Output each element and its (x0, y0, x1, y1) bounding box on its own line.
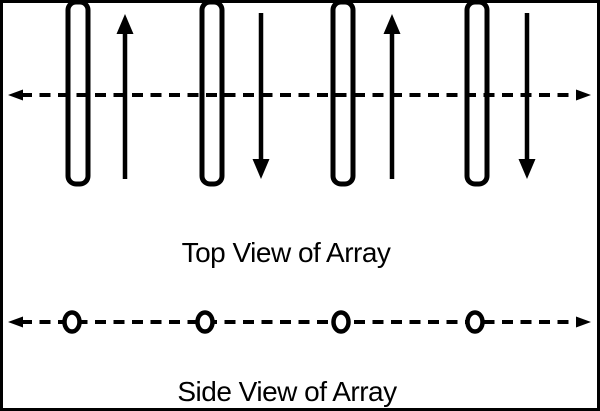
current-arrow-up (116, 14, 134, 179)
axis-arrowhead-right (576, 316, 591, 328)
arrowhead-down (518, 159, 536, 179)
top-view (8, 0, 591, 187)
current-arrow-down (252, 13, 270, 179)
arrowhead-up (116, 14, 134, 34)
top-view-label: Top View of Array (182, 237, 391, 268)
axis-arrowhead-right (576, 89, 591, 101)
arrowhead-down (252, 159, 270, 179)
side-view (8, 310, 591, 334)
current-arrow-down (518, 13, 536, 179)
axis-arrowhead-left (8, 89, 23, 101)
side-view-label: Side View of Array (177, 376, 397, 407)
axis-arrowhead-left (8, 316, 23, 328)
arrowhead-up (383, 14, 401, 34)
current-arrow-up (383, 14, 401, 179)
antenna-element-end-view (195, 310, 215, 334)
antenna-element-end-view (62, 310, 82, 334)
antenna-element-end-view (331, 310, 351, 334)
antenna-element-end-view (465, 310, 485, 334)
